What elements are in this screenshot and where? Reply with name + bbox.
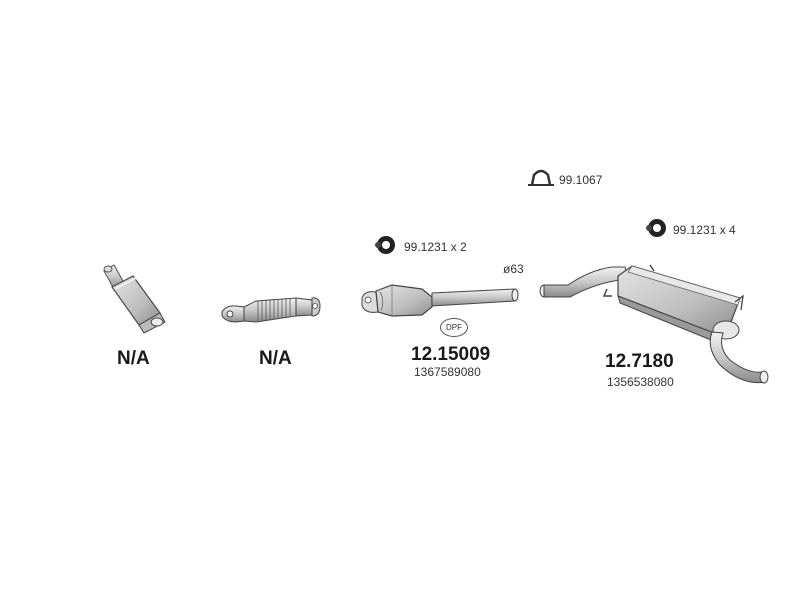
rubber-mount-icon-2[interactable]	[646, 219, 666, 237]
silencer-oem-number: 1356538080	[607, 375, 674, 389]
clamp-label[interactable]: 99.1067	[559, 173, 603, 187]
flex-pipe-part[interactable]	[221, 297, 321, 323]
dpf-oem-number: 1367589080	[414, 365, 481, 379]
catalytic-converter-part[interactable]	[103, 264, 166, 334]
dpf-part-number[interactable]: 12.15009	[411, 344, 491, 365]
dpf-part[interactable]	[361, 284, 519, 317]
na-label-1: N/A	[117, 348, 150, 369]
silencer-mount-label[interactable]: 99.1231 x 4	[673, 223, 736, 237]
dpf-diameter-label: ø63	[503, 262, 524, 276]
na-label-2: N/A	[259, 348, 292, 369]
silencer-part-number[interactable]: 12.7180	[605, 351, 674, 372]
rubber-mount-icon[interactable]	[375, 236, 395, 254]
clamp-icon[interactable]	[528, 169, 554, 186]
dpf-mount-label[interactable]: 99.1231 x 2	[404, 240, 467, 254]
rear-silencer-part[interactable]	[539, 264, 769, 384]
dpf-badge: DPF	[440, 318, 468, 337]
